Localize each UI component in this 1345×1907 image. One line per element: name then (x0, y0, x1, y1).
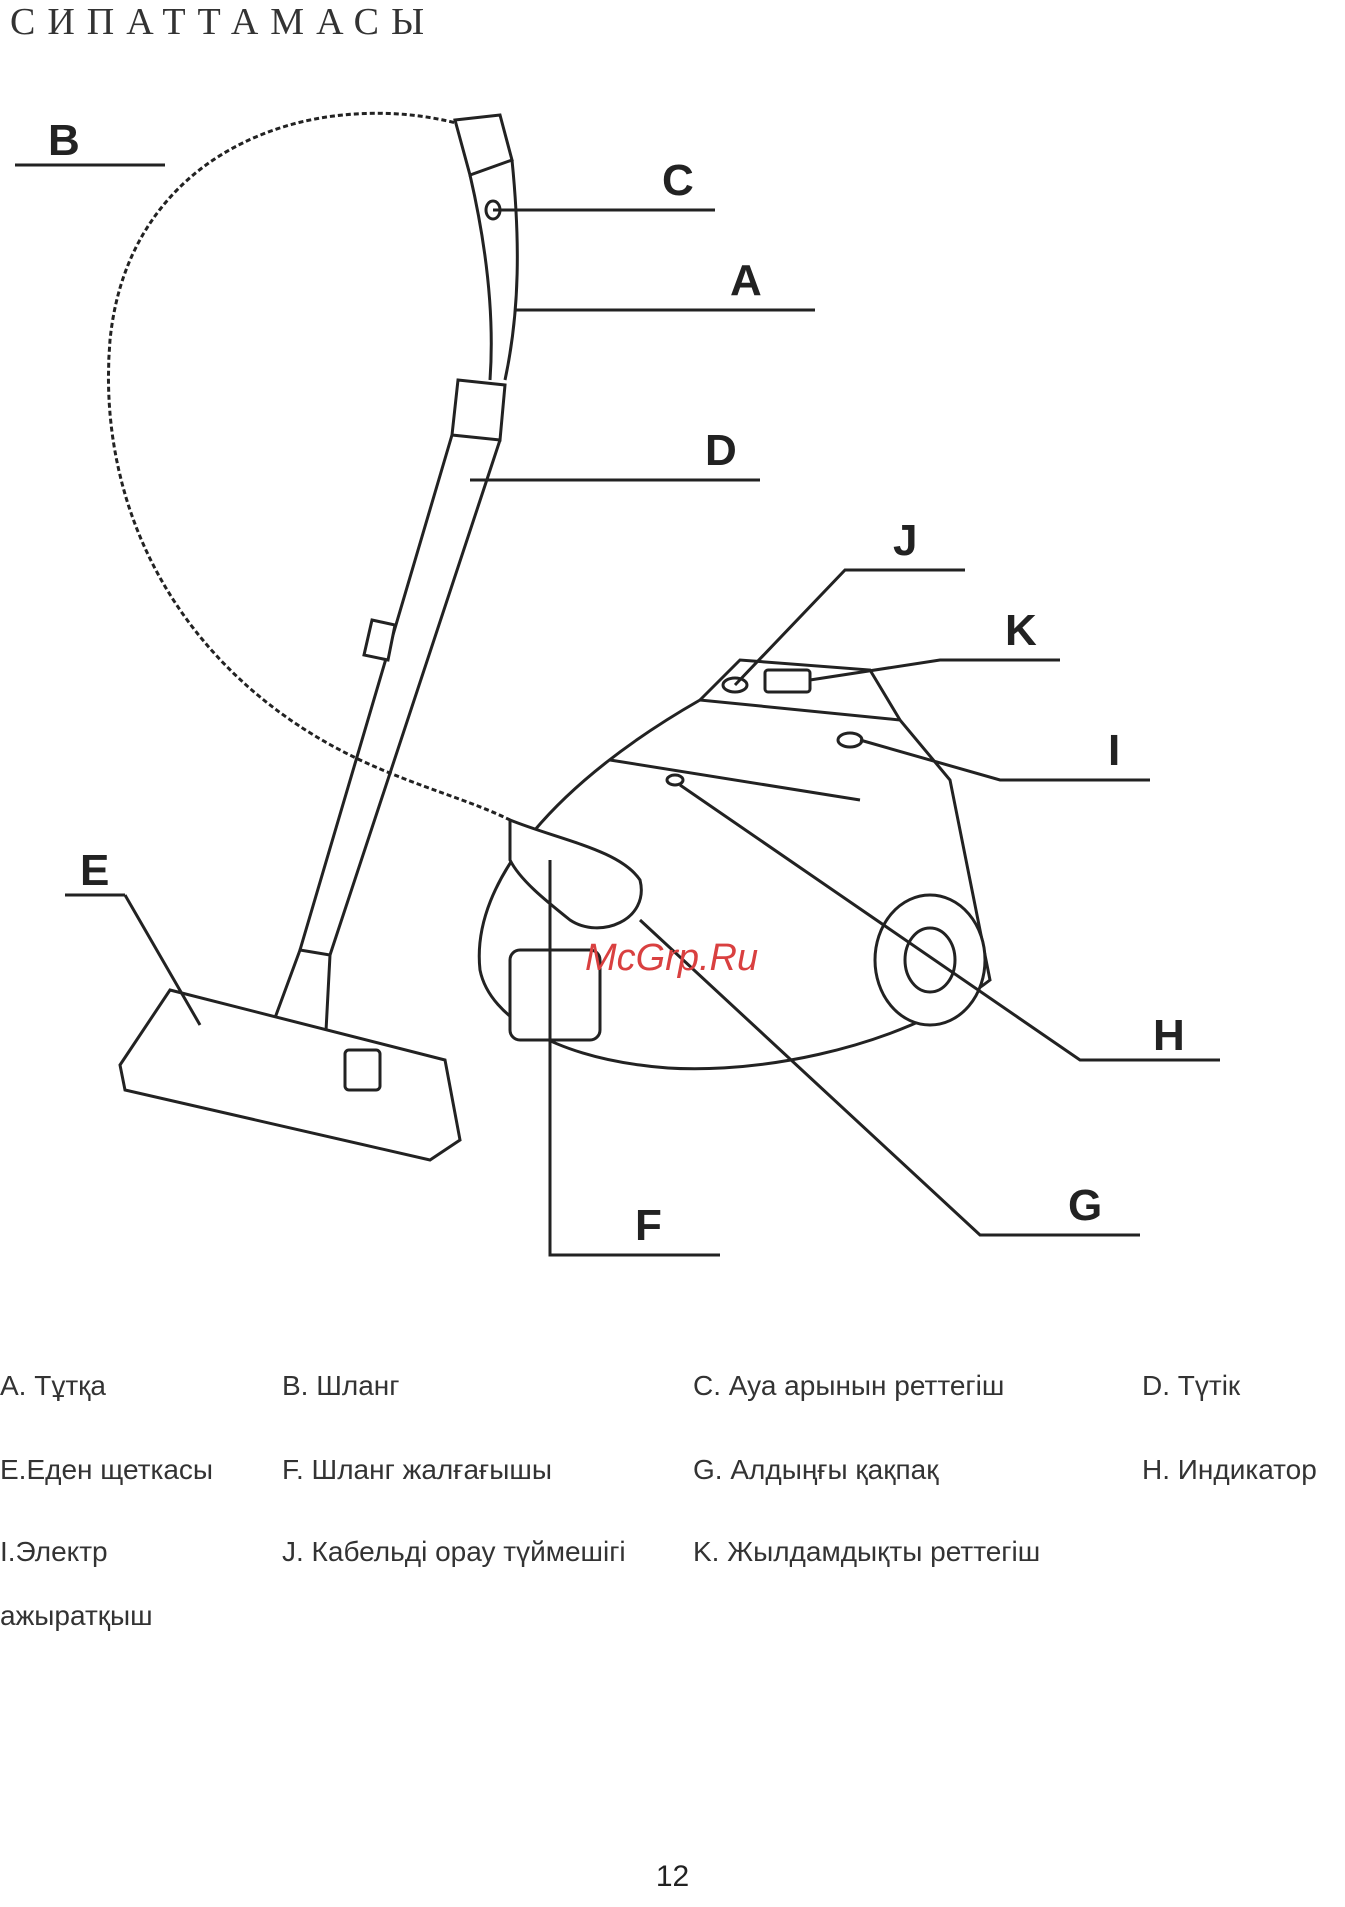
handle (452, 115, 517, 440)
hose (108, 113, 510, 820)
callout-b: B (48, 116, 80, 165)
legend-item-k: K. Жылдамдықты реттегіш (693, 1536, 1040, 1568)
legend-item-i: I.Электр (0, 1536, 108, 1568)
page-title: СИПАТТАМАСЫ (10, 0, 436, 44)
legend-item-c: C. Ауа арынын реттегіш (693, 1370, 1004, 1402)
legend-item-j: J. Кабельді орау түймешігі (282, 1536, 626, 1568)
legend-item-d: D. Түтік (1142, 1370, 1240, 1402)
callout-f: F (635, 1201, 662, 1250)
legend-item-h: H. Индикатор (1142, 1454, 1317, 1486)
callout-a: A (730, 256, 762, 305)
callout-i: I (1108, 726, 1120, 775)
legend-item-f: F. Шланг жалғағышы (282, 1454, 552, 1486)
callout-g: G (1068, 1181, 1102, 1230)
legend-item-g: G. Алдыңғы қақпақ (693, 1454, 938, 1486)
floor-brush (120, 950, 460, 1160)
legend-item-e: E.Еден щеткасы (0, 1454, 213, 1486)
legend-item-a: A. Тұтқа (0, 1370, 106, 1402)
callout-c: C (662, 156, 694, 205)
callout-k: K (1005, 606, 1037, 655)
tube (300, 435, 500, 955)
callout-h: H (1153, 1011, 1185, 1060)
watermark: McGrp.Ru (585, 937, 758, 979)
legend-item-i-continued: ажыратқыш (0, 1600, 153, 1632)
callout-d: D (705, 426, 737, 475)
legend-item-b: B. Шланг (282, 1370, 399, 1402)
vacuum-cleaner-diagram: B C A D J K I H G F E McGrp.Ru (0, 60, 1345, 1310)
callout-j: J (893, 516, 917, 565)
page-number: 12 (0, 1860, 1345, 1894)
callout-e: E (80, 846, 109, 895)
